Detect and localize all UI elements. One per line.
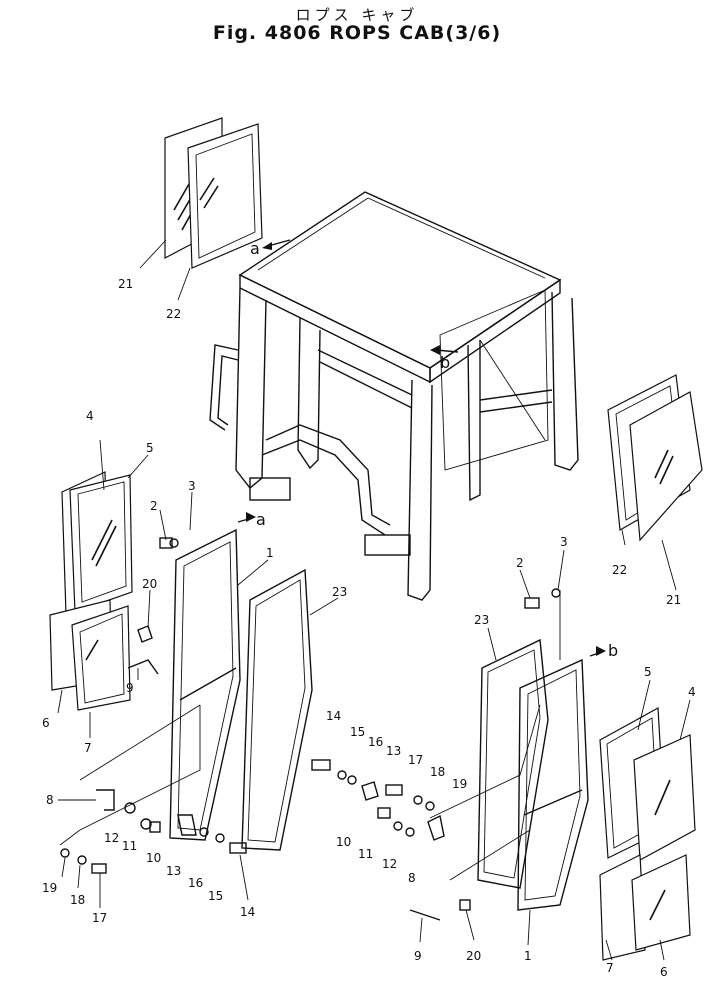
callout-13: 13 <box>386 744 401 758</box>
callout-4: 4 <box>86 409 94 423</box>
reference-a-roof: a <box>250 239 260 258</box>
callout-5: 5 <box>146 441 154 455</box>
callout-12: 12 <box>382 857 397 871</box>
callout-1: 1 <box>524 949 532 963</box>
right-side-window-glass <box>629 391 703 542</box>
right-door-window-upper <box>599 707 696 861</box>
callout-8: 8 <box>46 793 54 807</box>
callout-17: 17 <box>92 911 107 925</box>
left-door-window-upper <box>61 471 133 615</box>
callout-23: 23 <box>332 585 347 599</box>
callout-7: 7 <box>606 961 614 975</box>
callout-11: 11 <box>122 839 137 853</box>
callout-23: 23 <box>474 613 489 627</box>
left-door-frame <box>169 528 241 841</box>
callout-21: 21 <box>666 593 681 607</box>
callout-3: 3 <box>560 535 568 549</box>
callout-11: 11 <box>358 847 373 861</box>
callout-2: 2 <box>150 499 158 513</box>
callout-15: 15 <box>350 725 365 739</box>
callout-10: 10 <box>146 851 161 865</box>
figure-title-japanese: ロプス キャブ <box>295 6 419 24</box>
callout-16: 16 <box>368 735 383 749</box>
callout-22: 22 <box>166 307 181 321</box>
callout-19: 19 <box>42 881 57 895</box>
reference-b-door: b <box>608 641 618 660</box>
callout-3: 3 <box>188 479 196 493</box>
callout-6: 6 <box>42 716 50 730</box>
callout-18: 18 <box>430 765 445 779</box>
callout-14: 14 <box>326 709 341 723</box>
callout-19: 19 <box>452 777 467 791</box>
cab-body-frame <box>209 191 579 601</box>
left-door-hardware <box>59 537 247 874</box>
callout-15: 15 <box>208 889 223 903</box>
right-door-frame <box>517 658 589 911</box>
callout-1: 1 <box>266 546 274 560</box>
callout-13: 13 <box>166 864 181 878</box>
callout-14: 14 <box>240 905 255 919</box>
callout-10: 10 <box>336 835 351 849</box>
callout-20: 20 <box>142 577 157 591</box>
callout-20: 20 <box>466 949 481 963</box>
callout-8: 8 <box>408 871 416 885</box>
reference-arrows <box>237 239 606 657</box>
leader-lines <box>57 239 691 961</box>
callout-22: 22 <box>612 563 627 577</box>
callout-9: 9 <box>414 949 422 963</box>
callout-4: 4 <box>688 685 696 699</box>
callout-9: 9 <box>126 681 134 695</box>
callout-17: 17 <box>408 753 423 767</box>
left-door-window-lower <box>49 599 131 711</box>
reference-letters: a b a b <box>250 239 618 660</box>
callout-21: 21 <box>118 277 133 291</box>
callout-6: 6 <box>660 965 668 979</box>
callout-16: 16 <box>188 876 203 890</box>
callout-labels: 21 22 4 5 2 3 1 23 20 9 6 7 8 12 11 10 1… <box>42 277 696 979</box>
right-door-hardware <box>311 588 561 921</box>
top-window-seal <box>187 123 263 269</box>
callout-2: 2 <box>516 556 524 570</box>
right-door-window-lower <box>599 854 691 961</box>
callout-18: 18 <box>70 893 85 907</box>
left-door-seal <box>241 568 313 851</box>
right-door-seal <box>477 638 549 889</box>
callout-7: 7 <box>84 741 92 755</box>
reference-a-door: a <box>256 510 266 529</box>
figure-title: Fig. 4806 ROPS CAB(3/6) <box>212 22 502 44</box>
callout-5: 5 <box>644 665 652 679</box>
reference-b-roof: b <box>440 353 450 372</box>
callout-12: 12 <box>104 831 119 845</box>
